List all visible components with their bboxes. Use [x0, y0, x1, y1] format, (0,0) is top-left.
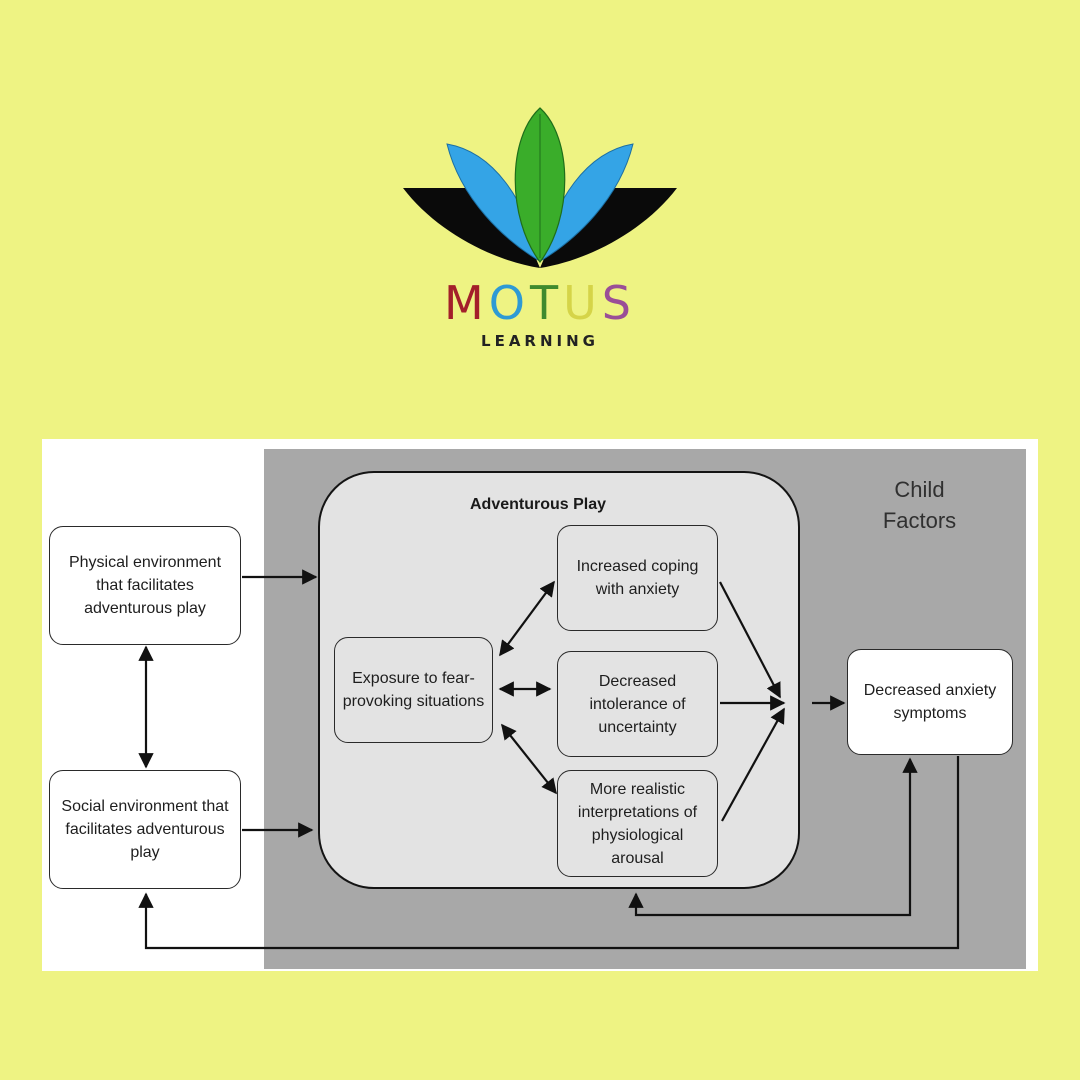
- arrow-interpretations-converge: [721, 707, 785, 822]
- intolerance-box: Decreased intolerance of uncertainty: [557, 651, 718, 757]
- brand-wordmark: MOTUS: [340, 276, 740, 330]
- outcome-box: Decreased anxiety symptoms: [847, 649, 1013, 755]
- exposure-box: Exposure to fear-provoking situations: [334, 637, 493, 743]
- physical-environment-box: Physical environment that facilitates ad…: [49, 526, 241, 645]
- adventurous-play-title: Adventurous Play: [469, 496, 607, 513]
- connector-arrows: [138, 569, 960, 950]
- arrow-exposure-coping: [499, 580, 555, 657]
- lotus-logo-icon: [403, 107, 677, 268]
- coping-box: Increased coping with anxiety: [557, 525, 718, 631]
- social-environment-box: Social environment that facilitates adve…: [49, 770, 241, 889]
- brand-letter: T: [529, 276, 564, 330]
- brand-letter: U: [563, 276, 602, 330]
- arrow-exposure-interpretations: [501, 723, 557, 795]
- brand-letter: O: [488, 276, 530, 330]
- arrow-outcome-feedback-social: [138, 756, 960, 950]
- brand-subtitle: LEARNING: [481, 332, 599, 350]
- brand-letter: S: [601, 276, 636, 330]
- arrow-coping-converge: [719, 581, 781, 699]
- arrow-feedback-play-outcome: [628, 757, 918, 917]
- brand-letter: M: [444, 276, 489, 330]
